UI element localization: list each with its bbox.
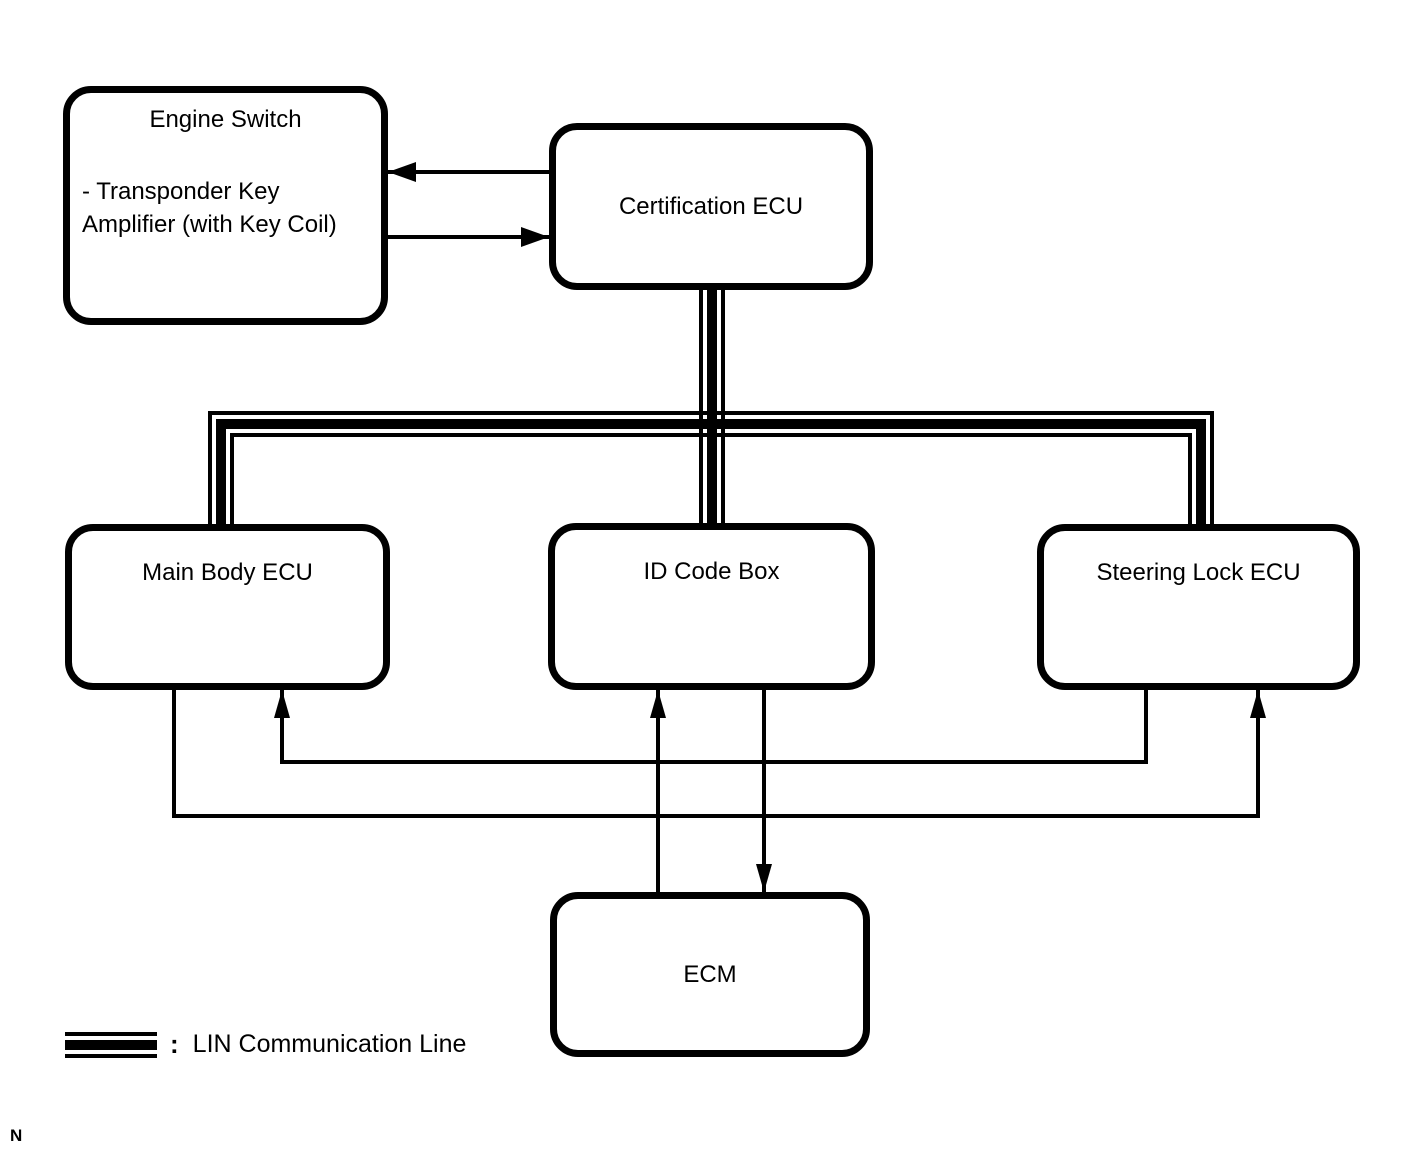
connector-engine-switch-to-certification <box>388 235 549 239</box>
connector-steeringlock-drop <box>1144 690 1148 764</box>
connector-ecm-to-idcodebox <box>656 690 660 892</box>
connector-steeringlock-rise <box>1256 690 1260 818</box>
engine-switch-subtitle: - Transponder Key Amplifier (with Key Co… <box>82 178 337 238</box>
legend: : LIN Communication Line <box>65 1029 466 1060</box>
arrowhead-down-icon <box>756 864 772 892</box>
footnote-marker: N <box>10 1126 23 1145</box>
lin-line-swatch-icon <box>65 1031 157 1058</box>
connector-idcodebox-to-ecm <box>762 690 766 892</box>
connector-certification-to-engine-switch <box>388 170 549 174</box>
certification-ecu-label: Certification ECU <box>618 192 804 220</box>
node-engine-switch: Engine Switch - Transponder Key Amplifie… <box>63 86 388 325</box>
arrowhead-right-icon <box>521 227 549 247</box>
engine-switch-title: Engine Switch <box>149 106 302 133</box>
arrowhead-up-icon <box>650 690 666 718</box>
legend-separator: : <box>170 1029 179 1059</box>
connector-mainbody-drop <box>172 690 176 818</box>
node-steering-lock-ecu: Steering Lock ECU <box>1037 524 1360 690</box>
arrowhead-left-icon <box>388 162 416 182</box>
legend-label: LIN Communication Line <box>192 1030 467 1058</box>
arrowhead-up-icon <box>274 690 290 718</box>
connector-steeringlock-to-mainbody <box>280 760 1148 764</box>
lin-riser-certification-ecu <box>699 287 725 527</box>
node-certification-ecu: Certification ECU <box>549 123 873 290</box>
ecm-label: ECM <box>683 960 737 988</box>
node-main-body-ecu: Main Body ECU <box>65 524 390 690</box>
connector-mainbody-to-steeringlock <box>172 814 1260 818</box>
id-code-box-label: ID Code Box <box>643 558 780 585</box>
node-ecm: ECM <box>550 892 870 1057</box>
connector-mainbody-rise <box>280 690 284 764</box>
main-body-ecu-label: Main Body ECU <box>142 559 313 586</box>
steering-lock-ecu-label: Steering Lock ECU <box>1096 559 1301 586</box>
node-id-code-box: ID Code Box <box>548 523 875 690</box>
arrowhead-up-icon <box>1250 690 1266 718</box>
